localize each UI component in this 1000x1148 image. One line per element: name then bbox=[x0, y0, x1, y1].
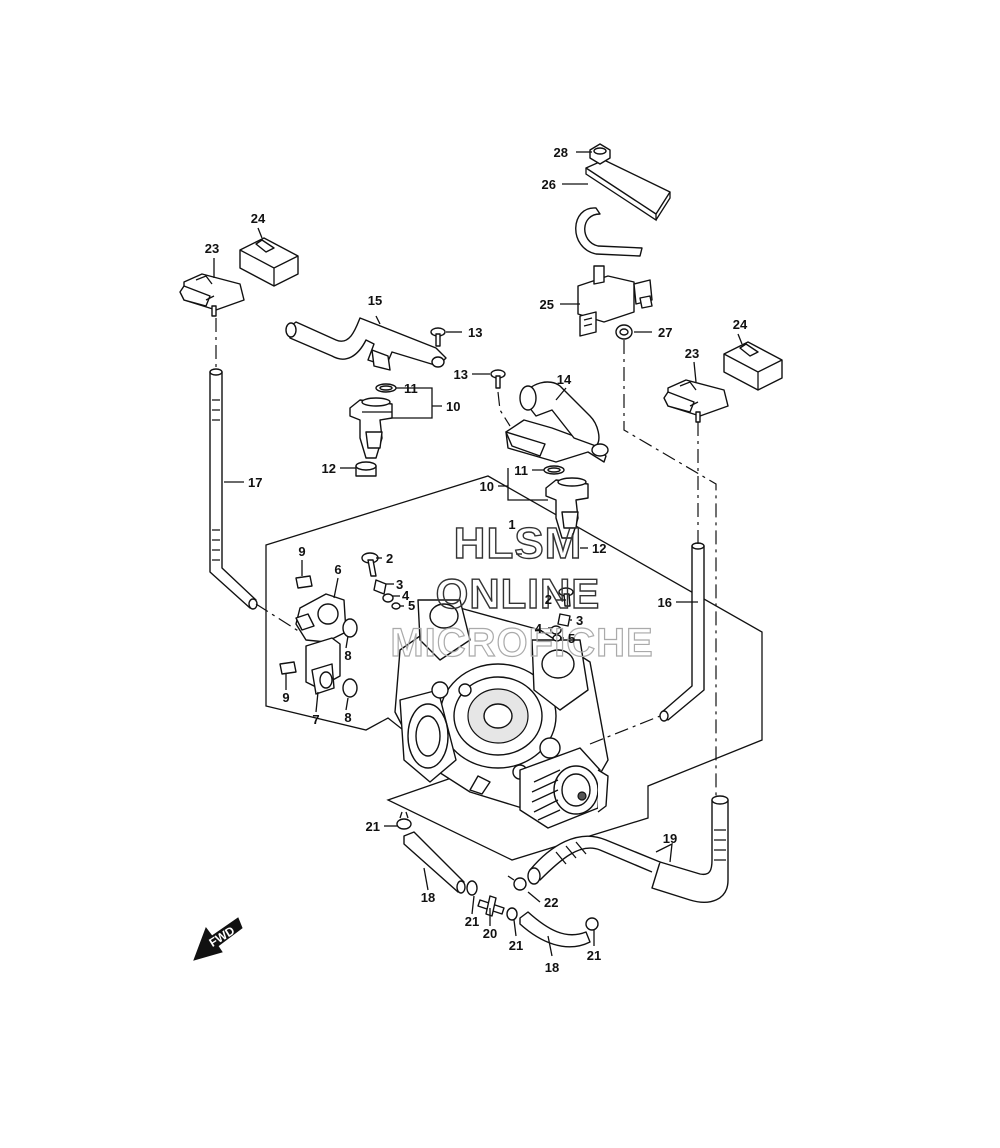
fuel-injector-upper[interactable] bbox=[349, 397, 393, 459]
hose-clamp[interactable] bbox=[585, 917, 599, 931]
screw[interactable] bbox=[490, 369, 506, 389]
callout-5: 5 bbox=[408, 598, 415, 613]
callout-2: 2 bbox=[545, 592, 552, 607]
callout-23: 23 bbox=[685, 346, 699, 361]
fwd-direction-badge: FWD bbox=[193, 917, 243, 961]
screw[interactable] bbox=[430, 327, 446, 347]
callout-19: 19 bbox=[663, 831, 677, 846]
callout-2: 2 bbox=[386, 551, 393, 566]
arrow-left-down-icon bbox=[193, 917, 243, 961]
injector-seal[interactable] bbox=[355, 461, 377, 477]
callout-9: 9 bbox=[298, 544, 305, 559]
screw[interactable] bbox=[295, 575, 313, 589]
callout-18: 18 bbox=[545, 960, 559, 975]
callout-15: 15 bbox=[368, 293, 382, 308]
callout-8: 8 bbox=[344, 648, 351, 663]
throttle-position-sensor[interactable] bbox=[295, 593, 347, 643]
callout-21: 21 bbox=[587, 948, 601, 963]
callout-7: 7 bbox=[312, 712, 319, 727]
callout-21: 21 bbox=[465, 914, 479, 929]
washer[interactable] bbox=[382, 593, 394, 603]
callout-28: 28 bbox=[554, 145, 568, 160]
callout-6: 6 bbox=[334, 562, 341, 577]
callout-3: 3 bbox=[576, 613, 583, 628]
leader-lines bbox=[213, 151, 743, 957]
callout-11: 11 bbox=[514, 463, 528, 478]
callout-24: 24 bbox=[733, 317, 748, 332]
bracket[interactable] bbox=[575, 159, 671, 257]
watermark-line3: MICROFICHE bbox=[390, 621, 653, 665]
hose-clamp[interactable] bbox=[506, 907, 518, 921]
callout-18: 18 bbox=[421, 890, 435, 905]
fuel-rail-2[interactable] bbox=[505, 381, 609, 463]
o-ring[interactable] bbox=[342, 678, 358, 698]
callout-5: 5 bbox=[568, 631, 575, 646]
spring[interactable] bbox=[373, 579, 387, 595]
connector[interactable] bbox=[663, 379, 729, 423]
solenoid-valve[interactable] bbox=[577, 265, 653, 337]
callout-13: 13 bbox=[454, 367, 468, 382]
centerline bbox=[623, 340, 717, 800]
callout-20: 20 bbox=[483, 926, 497, 941]
connector[interactable] bbox=[179, 273, 245, 317]
throttle-body-group-outline bbox=[265, 475, 763, 861]
washer[interactable] bbox=[550, 625, 562, 635]
hose-clamp[interactable] bbox=[396, 811, 412, 830]
callout-27: 27 bbox=[658, 325, 672, 340]
o-ring[interactable] bbox=[391, 602, 401, 610]
hose[interactable] bbox=[527, 795, 729, 903]
nut[interactable] bbox=[589, 143, 611, 165]
hose[interactable] bbox=[519, 911, 591, 948]
callout-14: 14 bbox=[557, 372, 572, 387]
watermark: HLSM ONLINE MICROFICHE bbox=[390, 518, 654, 665]
adjust-screw[interactable] bbox=[361, 552, 379, 577]
watermark-line1: HLSM bbox=[454, 519, 583, 568]
callout-26: 26 bbox=[542, 177, 556, 192]
callout-4: 4 bbox=[535, 621, 543, 636]
callout-21: 21 bbox=[366, 819, 380, 834]
callout-3: 3 bbox=[396, 577, 403, 592]
callout-21: 21 bbox=[509, 938, 523, 953]
callout-25: 25 bbox=[540, 297, 554, 312]
callout-8: 8 bbox=[344, 710, 351, 725]
fuel-rail[interactable] bbox=[285, 317, 447, 371]
hose-joint[interactable] bbox=[477, 895, 505, 917]
hose[interactable] bbox=[403, 831, 466, 894]
clamp[interactable] bbox=[615, 324, 633, 340]
spring[interactable] bbox=[557, 613, 571, 627]
screw[interactable] bbox=[279, 661, 297, 675]
watermark-line2: ONLINE bbox=[436, 570, 601, 617]
callout-24: 24 bbox=[251, 211, 266, 226]
callout-1: 1 bbox=[508, 517, 515, 532]
callout-22: 22 bbox=[544, 895, 558, 910]
callout-labels: 28 26 25 27 24 23 24 23 15 13 13 14 11 1… bbox=[205, 145, 748, 975]
throttle-body[interactable] bbox=[394, 599, 609, 829]
hose[interactable] bbox=[209, 368, 258, 610]
adjust-screw[interactable] bbox=[558, 587, 574, 607]
centerline bbox=[589, 715, 661, 745]
map-sensor[interactable] bbox=[305, 637, 341, 695]
centerline bbox=[255, 603, 301, 633]
hose[interactable] bbox=[659, 542, 705, 722]
callout-10: 10 bbox=[480, 479, 494, 494]
callout-12: 12 bbox=[592, 541, 606, 556]
o-ring[interactable] bbox=[342, 618, 358, 638]
callout-10: 10 bbox=[446, 399, 460, 414]
callout-11: 11 bbox=[404, 381, 418, 396]
connector-cap[interactable] bbox=[239, 237, 299, 287]
callout-16: 16 bbox=[658, 595, 672, 610]
callout-23: 23 bbox=[205, 241, 219, 256]
hose-clamp[interactable] bbox=[466, 880, 478, 896]
hose-clamp[interactable] bbox=[507, 875, 527, 891]
callout-17: 17 bbox=[248, 475, 262, 490]
callout-12: 12 bbox=[322, 461, 336, 476]
callout-4: 4 bbox=[402, 588, 410, 603]
connector-cap[interactable] bbox=[723, 341, 783, 391]
o-ring[interactable] bbox=[375, 383, 397, 393]
callout-13: 13 bbox=[468, 325, 482, 340]
o-ring[interactable] bbox=[543, 465, 565, 475]
callout-9: 9 bbox=[282, 690, 289, 705]
fuel-injector-lower[interactable] bbox=[545, 477, 589, 539]
